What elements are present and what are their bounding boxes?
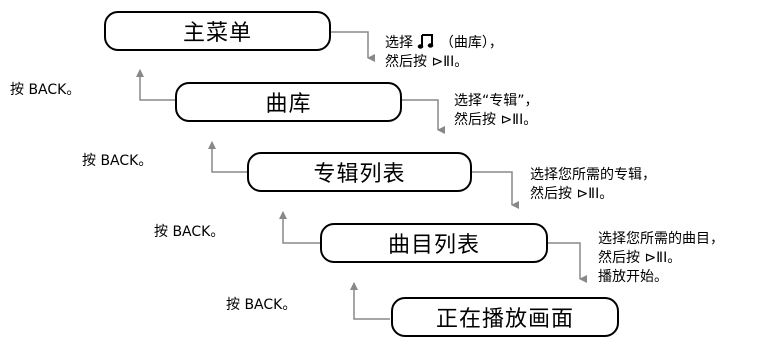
instruction-1-line2: 然后按 ⊳ⅡⅠ。 <box>385 54 469 70</box>
library-box: 曲库 <box>175 82 402 122</box>
main-menu-box: 主菜单 <box>104 11 331 51</box>
forward-arrow-2 <box>402 99 445 134</box>
instruction-1: 选择 （曲库）， 然后按 ⊳ⅡⅠ。 <box>385 32 503 72</box>
library-label: 曲库 <box>265 92 312 117</box>
back-label-4: 按 BACK。 <box>226 297 297 313</box>
back-label-2: 按 BACK。 <box>82 153 153 169</box>
music-note-icon <box>418 34 434 49</box>
instruction-2: 选择“专辑”， 然后按 ⊳ⅡⅠ。 <box>454 92 539 130</box>
instruction-2-line2: 然后按 ⊳ⅡⅠ。 <box>454 112 538 128</box>
now-playing-label: 正在播放画面 <box>435 307 574 332</box>
instruction-4-line3: 播放开始。 <box>598 269 668 285</box>
instruction-3: 选择您所需的专辑， 然后按 ⊳ⅡⅠ。 <box>530 166 656 204</box>
back-label-1: 按 BACK。 <box>10 82 81 98</box>
instruction-2-line1: 选择“专辑”， <box>454 93 539 109</box>
track-list-box: 曲目列表 <box>320 223 548 263</box>
instruction-3-line2: 然后按 ⊳ⅡⅠ。 <box>530 186 614 202</box>
forward-arrow-3 <box>470 171 519 209</box>
instruction-1-line1: 选择 （曲库）， <box>385 32 503 53</box>
back-label-3: 按 BACK。 <box>154 224 225 240</box>
instruction-4: 选择您所需的曲目， 然后按 ⊳ⅡⅠ。 播放开始。 <box>598 230 724 287</box>
back-arrow-4 <box>350 282 390 320</box>
forward-arrow-1 <box>330 31 375 62</box>
forward-arrow-4 <box>547 242 587 283</box>
instruction-4-line1: 选择您所需的曲目， <box>598 231 724 247</box>
main-menu-label: 主菜单 <box>182 21 252 46</box>
instruction-4-line2: 然后按 ⊳ⅡⅠ。 <box>598 250 682 266</box>
album-list-box: 专辑列表 <box>247 152 472 192</box>
back-arrow-2 <box>208 141 248 173</box>
album-list-label: 专辑列表 <box>313 162 406 187</box>
back-arrow-1 <box>136 69 175 101</box>
back-arrow-3 <box>279 211 320 244</box>
track-list-label: 曲目列表 <box>387 233 480 258</box>
instruction-3-line1: 选择您所需的专辑， <box>530 167 656 183</box>
now-playing-box: 正在播放画面 <box>391 297 619 337</box>
